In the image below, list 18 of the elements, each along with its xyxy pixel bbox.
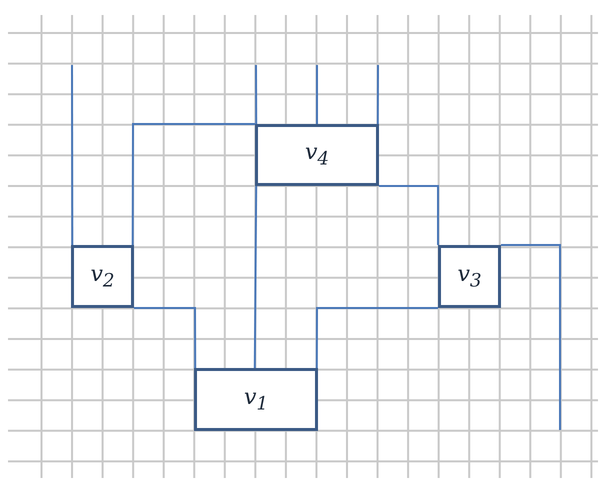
connector-line xyxy=(379,185,439,245)
connector-line xyxy=(316,307,438,368)
vertex-label: v$_{4}$ xyxy=(304,140,330,170)
connector-line xyxy=(255,65,258,124)
vertex-label: v$_{2}$ xyxy=(90,262,115,292)
vertex-box xyxy=(255,124,379,186)
connector-line xyxy=(71,65,74,245)
connector-line xyxy=(134,307,196,368)
connector-line xyxy=(254,186,258,368)
vertex-box xyxy=(438,245,501,308)
vertex-box xyxy=(194,368,318,431)
connector-line xyxy=(132,123,255,245)
vertex-box xyxy=(71,245,134,308)
connector-line xyxy=(316,65,318,124)
connector-line xyxy=(376,65,379,124)
vertex-label: v$_{3}$ xyxy=(457,262,482,292)
connector-line xyxy=(501,244,561,430)
vertex-label: v$_{1}$ xyxy=(244,384,268,414)
